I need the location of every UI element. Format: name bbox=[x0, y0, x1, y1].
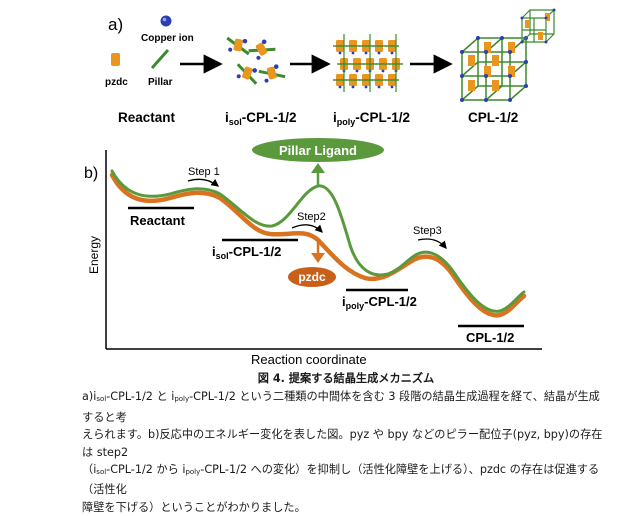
pzdc-badge bbox=[288, 267, 336, 287]
stage-reactant-label: Reactant bbox=[118, 110, 176, 125]
step-2-label: Step2 bbox=[297, 211, 326, 223]
caption-line-3: （isol-CPL-1/2 から ipoly-CPL-1/2 への変化）を抑制し… bbox=[82, 463, 600, 497]
step-3-label: Step3 bbox=[413, 225, 442, 237]
legend-pillar: Pillar bbox=[148, 77, 173, 88]
step-2-arrow bbox=[291, 224, 323, 233]
cpl-crystal-image bbox=[460, 36, 528, 102]
caption-line-4: 障壁を下げる）ということがわかりました。 bbox=[82, 500, 306, 514]
caption-title: 図 4. 提案する結晶生成メカニズム bbox=[257, 372, 435, 385]
y-axis-label: Energy bbox=[87, 236, 101, 274]
legend-pzdc: pzdc bbox=[105, 77, 128, 88]
legend-copper-ion: Copper ion bbox=[141, 33, 194, 44]
pillar-ligand-badge bbox=[252, 138, 384, 162]
figure: a) Copper ion pzdc Pillar bbox=[84, 8, 556, 367]
step-3-arrow bbox=[417, 238, 447, 249]
copper-ion-icon bbox=[160, 15, 172, 27]
level-product-label: CPL-1/2 bbox=[466, 330, 514, 345]
level-isol-label: isol-CPL-1/2 bbox=[212, 244, 281, 261]
pillar-ligand-label: Pillar Ligand bbox=[279, 143, 357, 158]
pzdc-label: pzdc bbox=[298, 270, 326, 284]
pillar-icon bbox=[150, 49, 170, 69]
level-reactant-label: Reactant bbox=[130, 213, 186, 228]
energy-curve-orange bbox=[109, 172, 527, 318]
x-axis-label: Reaction coordinate bbox=[251, 352, 367, 367]
caption-line-2: えられます。b)反応中のエネルギー変化を表した図。pyz や bpy などのピラ… bbox=[82, 428, 603, 459]
pzdc-icon bbox=[111, 53, 120, 66]
ipoly-cluster-image bbox=[332, 34, 404, 92]
isol-cluster-image bbox=[223, 34, 287, 87]
step-1-arrow bbox=[187, 178, 220, 187]
stage-product-label: CPL-1/2 bbox=[468, 110, 518, 125]
stage-ipoly-label: ipoly-CPL-1/2 bbox=[333, 110, 410, 127]
caption-line-1: a)isol-CPL-1/2 と ipoly-CPL-1/2 という二種類の中間… bbox=[82, 390, 600, 424]
figure-caption: 図 4. 提案する結晶生成メカニズム a)isol-CPL-1/2 と ipol… bbox=[82, 370, 610, 516]
level-ipoly-label: ipoly-CPL-1/2 bbox=[342, 294, 417, 311]
energy-curve-green bbox=[110, 169, 526, 313]
panel-a-label: a) bbox=[108, 15, 123, 34]
step-1-label: Step 1 bbox=[188, 166, 220, 178]
stage-isol-label: isol-CPL-1/2 bbox=[225, 110, 297, 127]
cpl-small-crystal-image bbox=[520, 8, 556, 44]
panel-b-label: b) bbox=[84, 165, 98, 182]
